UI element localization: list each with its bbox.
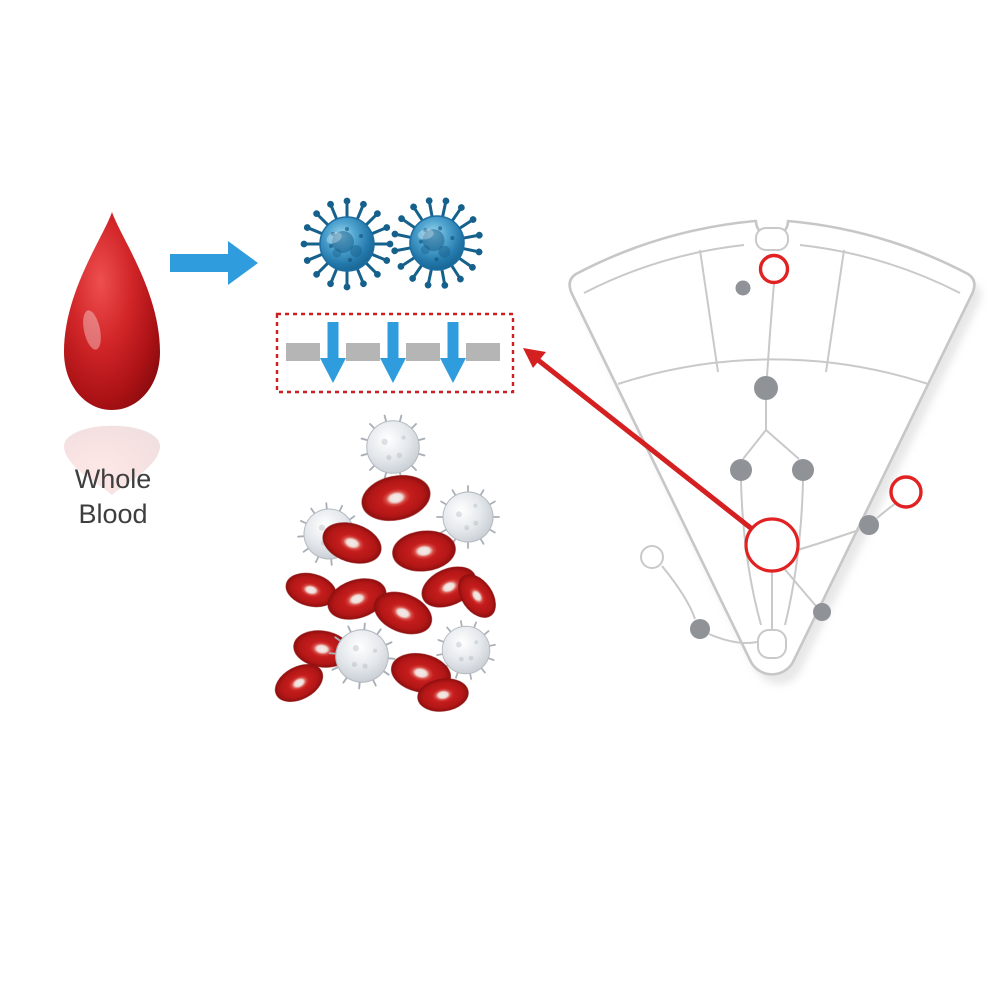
device-empty-chamber xyxy=(640,545,664,569)
device-apex-vial xyxy=(757,629,787,659)
blood-cell-cluster xyxy=(268,416,505,715)
pointer-line xyxy=(536,358,754,531)
filter-membrane-box xyxy=(275,312,515,394)
membrane-segments xyxy=(286,343,500,361)
membrane-segment xyxy=(406,343,440,361)
red-ring-top xyxy=(758,253,790,285)
gray-port xyxy=(859,515,879,535)
flow-arrow-right xyxy=(170,241,258,285)
disc-device xyxy=(568,219,982,685)
down-arrow xyxy=(440,322,466,383)
pointer-arrowhead xyxy=(523,348,546,368)
membrane-segment xyxy=(466,343,500,361)
device-pointer-arrow xyxy=(523,348,754,531)
gray-port xyxy=(754,376,778,400)
gray-port xyxy=(690,619,710,639)
whole-blood-label: Whole Blood xyxy=(74,464,152,530)
virus-icon xyxy=(301,198,394,291)
membrane-segment xyxy=(346,343,380,361)
red-blood-cell xyxy=(390,527,458,575)
gray-port xyxy=(813,603,831,621)
virus-particles xyxy=(301,188,492,298)
membrane-segment xyxy=(286,343,320,361)
device-gray-ports xyxy=(690,280,879,639)
device-notch-housing xyxy=(755,227,789,251)
device-outline xyxy=(568,219,976,676)
red-ring-center-separation-chamber xyxy=(744,517,800,573)
blood-drop-icon xyxy=(64,212,160,495)
down-arrow xyxy=(380,322,406,383)
blood-drop-reflection xyxy=(64,425,160,495)
down-arrow xyxy=(320,322,346,383)
gray-port xyxy=(792,459,814,481)
red-ring-right xyxy=(889,475,923,509)
membrane-flow-arrows xyxy=(320,322,466,383)
white-blood-cell xyxy=(362,416,425,479)
gray-port xyxy=(735,280,751,296)
virus-icon xyxy=(382,188,492,298)
gray-port xyxy=(730,459,752,481)
red-blood-cell xyxy=(357,468,435,528)
device-red-rings xyxy=(744,253,923,573)
